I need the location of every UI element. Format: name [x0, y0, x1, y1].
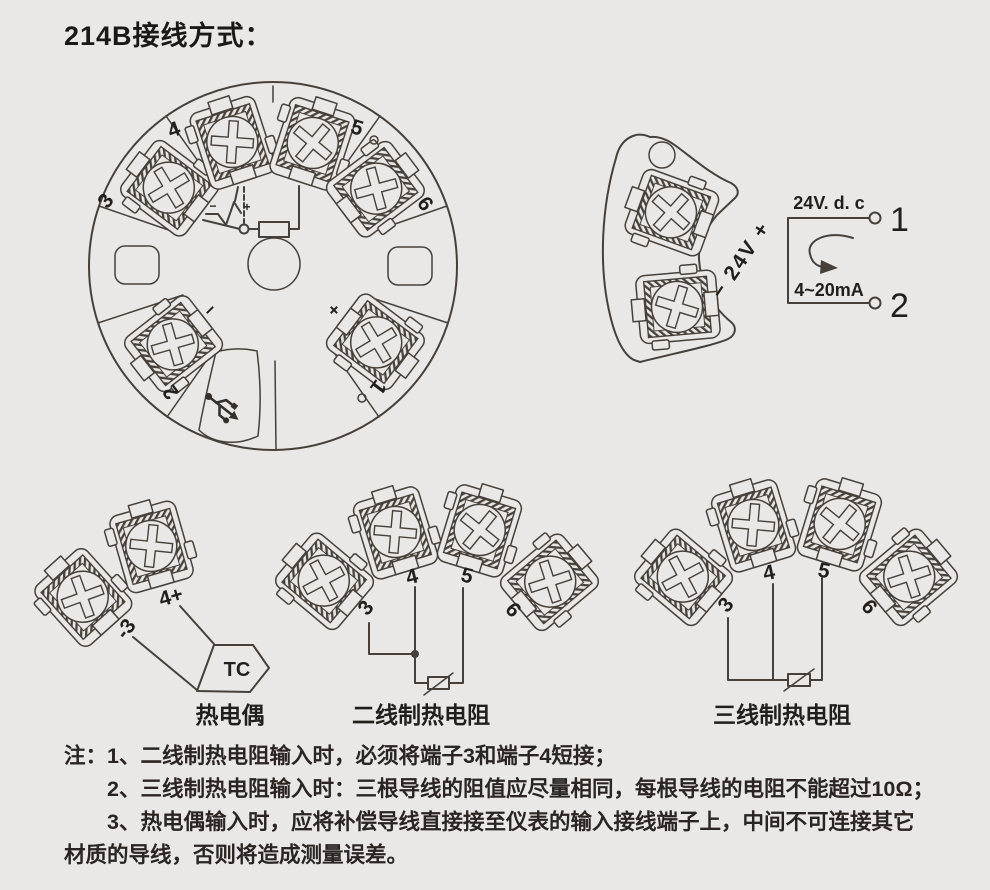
power-module: − 24V +	[601, 133, 775, 363]
pin5-marker	[369, 135, 379, 145]
note-line-3: 3、热电偶输入时，应将补偿导线直接接至仪表的输入接线端子上，中间不可连接其它	[107, 810, 915, 834]
tc-label: TC	[224, 659, 251, 681]
resistor-slash	[783, 668, 815, 692]
screw-terminal	[627, 261, 723, 353]
supply-label: 24V. d. c	[793, 193, 864, 213]
note-line-1: 注：1、二线制热电阻输入时，必须将端子3和端子4短接；	[64, 744, 616, 768]
junction-node	[238, 223, 250, 235]
arrowhead	[820, 260, 838, 274]
rtd3-terminal-5-label: 5	[816, 559, 833, 584]
rtd2-caption: 二线制热电阻	[352, 702, 490, 728]
rtd3-terminal-3-label: 3	[713, 593, 738, 617]
thermocouple-diagram: -3 4+ TC 热电偶	[21, 490, 270, 728]
module-rim	[88, 81, 458, 451]
center-hole	[247, 237, 301, 291]
wire	[288, 185, 300, 230]
current-label: 4~20mA	[794, 280, 864, 300]
wire	[179, 605, 215, 645]
wire	[234, 186, 239, 202]
rtd2-terminal-3-label: 3	[353, 596, 378, 620]
main-module: − + 3 4 5 6 2 1 − +	[88, 81, 458, 451]
rtd-three-wire-diagram: 3 4 5 6 三线制热电阻	[621, 468, 971, 728]
wire	[809, 577, 823, 681]
wire	[202, 219, 241, 230]
page-title: 214B接线方式：	[64, 21, 273, 51]
wire	[727, 617, 789, 681]
loop-terminal-1: 1	[890, 201, 909, 239]
loop-wire	[787, 217, 870, 304]
resistor-slash	[423, 672, 454, 696]
output-plus-label: +	[323, 299, 345, 321]
loop-schematic: 24V. d. c 1 2 4~20mA	[787, 193, 909, 325]
sensor-plus-label: +	[243, 200, 250, 214]
junction-dot	[411, 650, 419, 658]
wire	[368, 622, 416, 655]
right-cutout	[387, 246, 433, 286]
tc-sensor-symbol	[196, 644, 270, 693]
rtd3-caption: 三线制热电阻	[713, 702, 851, 728]
resistor-symbol	[258, 221, 290, 238]
mounting-hole	[648, 141, 676, 169]
terminal-node-1	[868, 211, 882, 225]
note-line-2: 2、三线制热电阻输入时：三根导线的阻值应尽量相同，每根导线的电阻不能超过10Ω；	[107, 777, 935, 801]
input-schematic: − +	[202, 185, 300, 238]
notes-block: 注：1、二线制热电阻输入时，必须将端子3和端子4短接； 2、三线制热电阻输入时：…	[64, 740, 944, 872]
power-polarity-label: − 24V +	[707, 217, 775, 302]
current-loop-arrow	[808, 234, 854, 268]
rtd3-terminal-6-label: 6	[856, 595, 881, 619]
usb-compartment	[198, 348, 261, 443]
terminal-label-4: 4	[165, 117, 184, 143]
rtd3-terminal-4-label: 4	[761, 560, 778, 585]
wire	[414, 586, 429, 684]
rtd2-terminal-6-label: 6	[500, 598, 525, 622]
wire	[132, 636, 198, 691]
loop-terminal-2: 2	[890, 287, 909, 325]
left-cutout	[114, 245, 160, 285]
rtd-two-wire-diagram: 3 4 5 6 二线制热电阻	[262, 474, 612, 728]
tc-caption: 热电偶	[196, 702, 265, 728]
sensor-minus-label: −	[209, 199, 216, 213]
terminal-node-2	[868, 296, 882, 310]
wire	[448, 587, 464, 684]
usb-icon	[205, 393, 239, 424]
pin1-marker	[357, 393, 367, 403]
note-line-4: 材质的导线，否则将造成测量误差。	[64, 843, 409, 867]
